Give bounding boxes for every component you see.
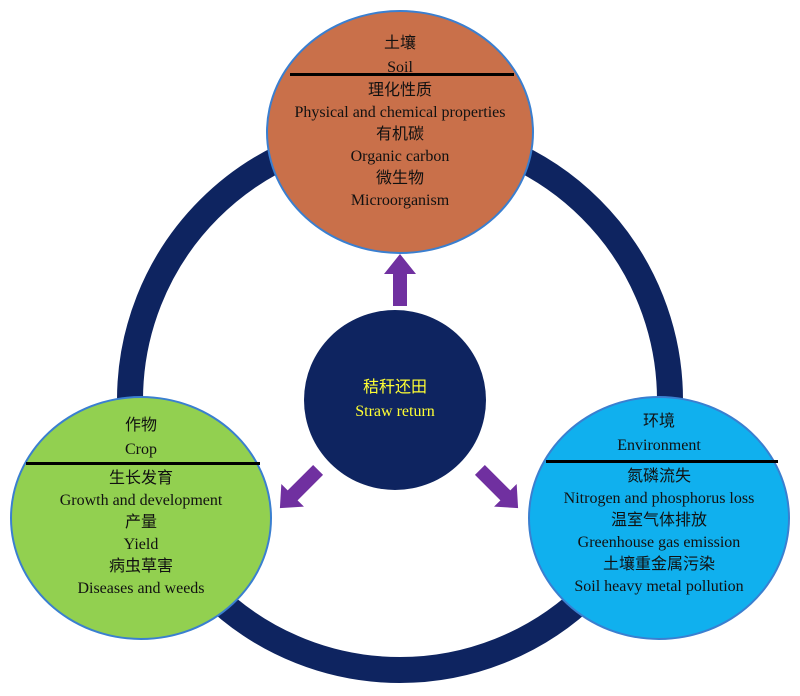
soil-divider	[290, 73, 514, 76]
crop-item: Diseases and weeds	[77, 580, 205, 597]
center-label-zh: 秸秆还田	[362, 379, 427, 396]
environment-title-en: Environment	[617, 437, 701, 454]
crop-item: 产量	[124, 514, 157, 531]
soil-item: Organic carbon	[350, 148, 450, 165]
soil-item: 微生物	[375, 170, 424, 187]
soil-header: 土壤 Soil	[268, 32, 532, 80]
environment-items: 氮磷流失 Nitrogen and phosphorus loss 温室气体排放…	[530, 466, 788, 598]
arrow-up-icon	[384, 254, 416, 306]
environment-item: 土壤重金属污染	[602, 556, 715, 573]
environment-item: Soil heavy metal pollution	[574, 578, 744, 595]
environment-item: Nitrogen and phosphorus loss	[563, 490, 755, 507]
soil-item: Microorganism	[350, 192, 450, 209]
crop-item: Growth and development	[59, 492, 223, 509]
crop-divider	[26, 462, 260, 465]
crop-item: Yield	[123, 536, 159, 553]
crop-item: 病虫草害	[108, 558, 173, 575]
environment-item: 温室气体排放	[610, 512, 707, 529]
environment-divider	[546, 460, 778, 463]
center-label-en: Straw return	[355, 403, 435, 420]
crop-title-zh: 作物	[124, 417, 157, 434]
environment-item: Greenhouse gas emission	[577, 534, 741, 551]
soil-item: Physical and chemical properties	[294, 104, 506, 121]
crop-items: 生长发育 Growth and development 产量 Yield 病虫草…	[12, 468, 270, 600]
arrow-down-left-icon	[279, 464, 324, 509]
soil-item: 理化性质	[367, 82, 432, 99]
environment-node: 环境 Environment 氮磷流失 Nitrogen and phospho…	[528, 396, 790, 640]
crop-node: 作物 Crop 生长发育 Growth and development 产量 Y…	[10, 396, 272, 640]
soil-node: 土壤 Soil 理化性质 Physical and chemical prope…	[266, 10, 534, 254]
crop-item: 生长发育	[108, 470, 173, 487]
crop-title-en: Crop	[125, 441, 157, 458]
environment-title-zh: 环境	[642, 413, 675, 430]
arrow-down-right-icon	[474, 464, 519, 509]
soil-items: 理化性质 Physical and chemical properties 有机…	[268, 80, 532, 212]
environment-header: 环境 Environment	[530, 410, 788, 458]
crop-header: 作物 Crop	[12, 414, 270, 462]
center-node: 秸秆还田 Straw return	[304, 310, 486, 490]
soil-item: 有机碳	[375, 126, 424, 143]
environment-item: 氮磷流失	[626, 468, 691, 485]
soil-title-zh: 土壤	[383, 35, 416, 52]
soil-title-en: Soil	[387, 59, 413, 76]
